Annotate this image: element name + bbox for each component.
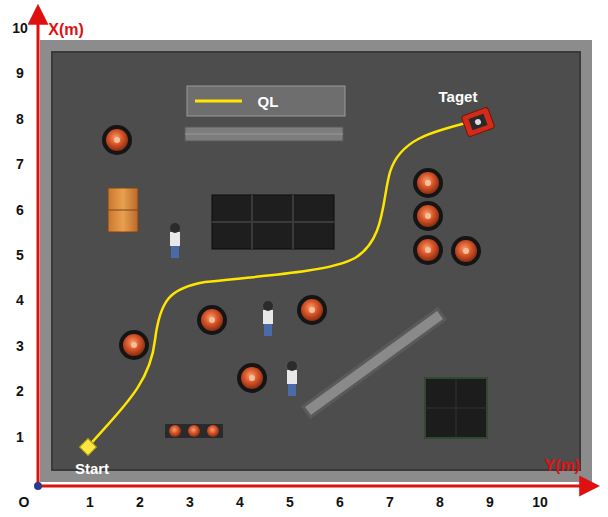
tick-number: 6 — [336, 495, 344, 509]
axis-title: X(m) — [48, 22, 84, 38]
container-obstacle — [212, 195, 334, 249]
tick-number: 7 — [16, 157, 24, 171]
bar-detail — [185, 134, 343, 135]
tick-number: 5 — [16, 248, 24, 262]
floor-edge — [52, 52, 580, 470]
tick-number: 9 — [16, 66, 24, 80]
y-axis — [36, 485, 596, 488]
tick-number: 4 — [236, 495, 244, 509]
crate-obstacle — [425, 378, 487, 438]
tick-number: 8 — [16, 112, 24, 126]
box-obstacle — [108, 188, 138, 232]
small-cones — [165, 424, 223, 438]
outer-wall — [40, 40, 592, 482]
bar-obstacle — [185, 127, 343, 141]
origin-label: O — [19, 495, 30, 509]
tick-number: 1 — [86, 495, 94, 509]
tick-number: 6 — [16, 203, 24, 217]
diagonal-bar-obstacle — [312, 318, 436, 408]
floor — [52, 52, 580, 470]
tick-number: 3 — [186, 495, 194, 509]
ql-path — [88, 122, 470, 447]
target-label: Taget — [439, 89, 478, 104]
legend-line-sample — [195, 100, 242, 103]
target-robot — [461, 107, 495, 137]
axis-title: Y(m) — [544, 458, 580, 474]
tick-number: 4 — [16, 293, 24, 307]
cone-obstacles — [102, 125, 481, 393]
tick-number: 8 — [436, 495, 444, 509]
worker-figures — [170, 223, 297, 396]
tick-number: 5 — [286, 495, 294, 509]
tick-number: 9 — [486, 495, 494, 509]
legend-text: QL — [258, 94, 279, 109]
tick-number: 7 — [386, 495, 394, 509]
tick-number: 1 — [16, 430, 24, 444]
tick-number: 10 — [532, 495, 548, 509]
tick-number: 2 — [136, 495, 144, 509]
tick-number: 3 — [16, 339, 24, 353]
tick-number: 2 — [16, 384, 24, 398]
start-label: Start — [75, 461, 109, 476]
x-axis — [37, 8, 40, 486]
tick-number: 10 — [12, 21, 28, 35]
start-marker — [80, 439, 97, 456]
legend-panel — [187, 86, 345, 116]
origin-dot — [34, 482, 42, 490]
